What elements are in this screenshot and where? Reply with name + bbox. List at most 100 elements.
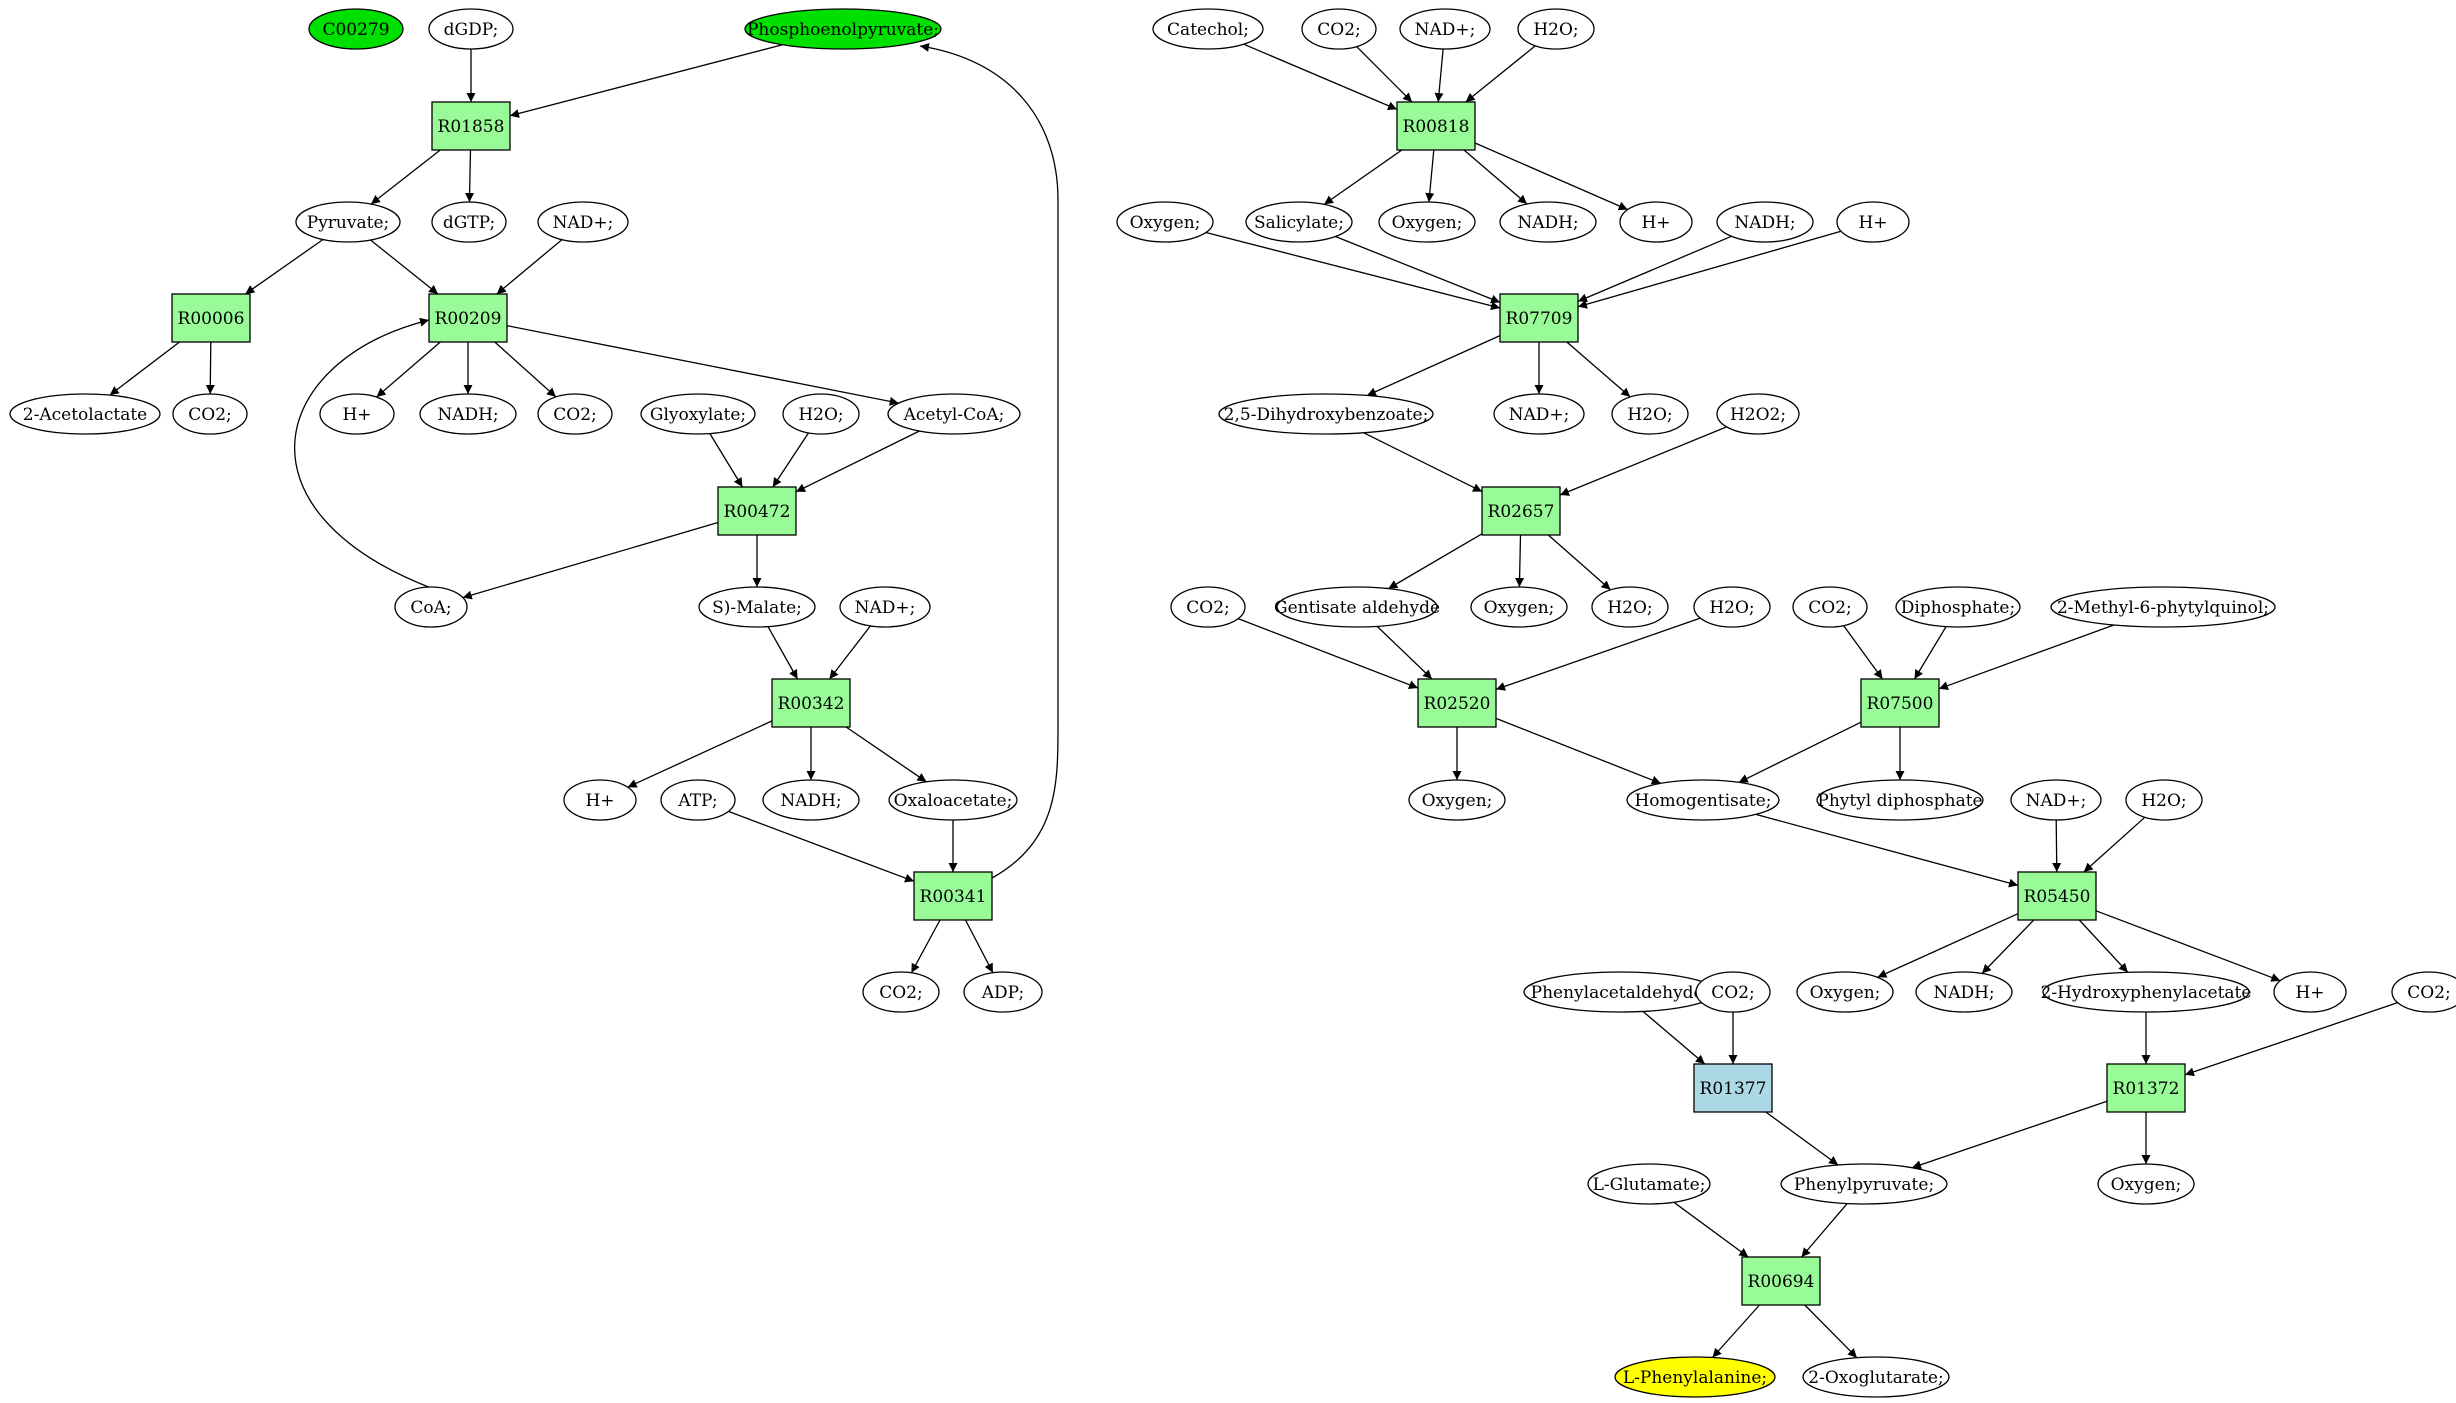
compound-node-h-c[interactable]: H+ — [1619, 201, 1693, 243]
compound-node-nadh-a[interactable]: NADH; — [419, 393, 517, 435]
compound-node-h2o2[interactable]: H2O2; — [1716, 393, 1800, 435]
compound-node-dgdp[interactable]: dGDP; — [428, 8, 514, 50]
reaction-node-r00341[interactable]: R00341 — [913, 871, 993, 921]
compound-node-nad2[interactable]: NAD+; — [839, 586, 931, 628]
compound-node-oxygen-d[interactable]: Oxygen; — [1408, 779, 1506, 821]
edge-c_nad3-to-r00818 — [1434, 48, 1444, 103]
compound-node-h-a[interactable]: H+ — [319, 393, 395, 435]
compound-node-gentisald[interactable]: Gentisate aldehyde — [1274, 586, 1440, 628]
compound-label: NAD+; — [1415, 20, 1476, 40]
compound-node-mpq[interactable]: 2-Methyl-6-phytylquinol; — [2050, 586, 2276, 628]
compound-node-homogentisate[interactable]: Homogentisate; — [1626, 779, 1780, 821]
compound-node-oxygen-c[interactable]: Oxygen; — [1470, 586, 1568, 628]
compound-node-phenylpyruvate[interactable]: Phenylpyruvate; — [1780, 1163, 1948, 1205]
compound-label: NAD+; — [553, 213, 614, 233]
compound-node-coa[interactable]: CoA; — [394, 586, 468, 628]
edge-c_co2_e-to-r02520 — [1237, 617, 1419, 689]
compound-node-c00279[interactable]: C00279 — [308, 8, 404, 50]
reaction-node-r01377[interactable]: R01377 — [1693, 1063, 1773, 1113]
compound-node-co2-g[interactable]: CO2; — [1695, 971, 1771, 1013]
edge-r00694-to-c_phenylalanine — [1712, 1304, 1760, 1358]
reaction-node-r00342[interactable]: R00342 — [771, 678, 851, 728]
compound-node-phenylacetald[interactable]: Phenylacetaldehyde; — [1523, 971, 1717, 1013]
compound-node-smalate[interactable]: S)-Malate; — [698, 586, 816, 628]
reaction-node-r07500[interactable]: R07500 — [1860, 678, 1940, 728]
compound-node-oxaloacetate[interactable]: Oxaloacetate; — [888, 779, 1018, 821]
compound-node-diphosphate[interactable]: Diphosphate; — [1895, 586, 2021, 628]
reaction-node-r00472[interactable]: R00472 — [717, 486, 797, 536]
compound-node-dhb[interactable]: 2,5-Dihydroxybenzoate; — [1218, 393, 1434, 435]
edge-r00818-to-c_h_c — [1474, 142, 1628, 211]
reaction-node-r00006[interactable]: R00006 — [171, 293, 251, 343]
compound-node-nad1[interactable]: NAD+; — [537, 201, 629, 243]
compound-node-nadh-d[interactable]: NADH; — [1716, 201, 1814, 243]
compound-node-nadh-c[interactable]: NADH; — [1499, 201, 1597, 243]
compound-node-h2o-b[interactable]: H2O; — [1517, 8, 1595, 50]
reaction-node-r01858[interactable]: R01858 — [431, 101, 511, 151]
compound-node-oxygen-f[interactable]: Oxygen; — [2097, 1163, 2195, 1205]
compound-node-salicylate[interactable]: Salicylate; — [1245, 201, 1353, 243]
compound-node-adp[interactable]: ADP; — [963, 971, 1043, 1013]
compound-node-h2o-d[interactable]: H2O; — [1591, 586, 1669, 628]
reaction-node-r00818[interactable]: R00818 — [1396, 101, 1476, 151]
compound-node-acetylcoa[interactable]: Acetyl-CoA; — [887, 393, 1021, 435]
compound-node-dgtp[interactable]: dGTP; — [431, 201, 507, 243]
compound-node-phytyldp[interactable]: Phytyl diphosphate — [1816, 779, 1984, 821]
edge-c_nad1-to-r00209 — [496, 239, 563, 295]
reaction-node-r00694[interactable]: R00694 — [1741, 1256, 1821, 1306]
edge-r01372-to-c_phenylpyruvate — [1911, 1100, 2108, 1170]
edge-c_h2o_a-to-r00472 — [772, 432, 810, 488]
compound-node-h2o-c[interactable]: H2O; — [1611, 393, 1689, 435]
compound-label: 2,5-Dihydroxybenzoate; — [1224, 405, 1429, 425]
reaction-box — [717, 486, 797, 536]
compound-node-phenylalanine[interactable]: L-Phenylalanine; — [1614, 1356, 1776, 1398]
compound-node-co2-c[interactable]: CO2; — [862, 971, 940, 1013]
compound-node-nadh-e[interactable]: NADH; — [1915, 971, 2013, 1013]
reaction-node-r05450[interactable]: R05450 — [2017, 871, 2097, 921]
compound-node-catechol[interactable]: Catechol; — [1152, 8, 1264, 50]
compound-node-nad3[interactable]: NAD+; — [1399, 8, 1491, 50]
reaction-label: R01858 — [438, 117, 505, 137]
compound-ellipse — [1802, 1356, 1950, 1398]
compound-node-atp[interactable]: ATP; — [660, 779, 736, 821]
compound-node-oxygen-b[interactable]: Oxygen; — [1378, 201, 1476, 243]
edge-c_co2_f-to-r07500 — [1843, 625, 1884, 680]
compound-ellipse — [1796, 971, 1894, 1013]
compound-node-co2-h[interactable]: CO2; — [2391, 971, 2456, 1013]
reaction-node-r02520[interactable]: R02520 — [1417, 678, 1497, 728]
compound-node-co2-a[interactable]: CO2; — [172, 393, 248, 435]
compound-node-h-e[interactable]: H+ — [2273, 971, 2347, 1013]
compound-node-oxoglutarate[interactable]: 2-Oxoglutarate; — [1802, 1356, 1950, 1398]
compound-node-h2o-e[interactable]: H2O; — [1693, 586, 1771, 628]
edge-r05450-to-c_h_e — [2095, 910, 2281, 982]
compound-node-co2-f[interactable]: CO2; — [1792, 586, 1868, 628]
compound-node-h-b[interactable]: H+ — [563, 779, 637, 821]
compound-node-h2o-f[interactable]: H2O; — [2125, 779, 2203, 821]
compound-node-oxygen-a[interactable]: Oxygen; — [1116, 201, 1214, 243]
reaction-node-r00209[interactable]: R00209 — [428, 293, 508, 343]
compound-node-glutamate[interactable]: L-Glutamate; — [1587, 1163, 1711, 1205]
compound-node-h-d[interactable]: H+ — [1836, 201, 1910, 243]
compound-node-pyruvate[interactable]: Pyruvate; — [295, 201, 401, 243]
edge-r00342-to-c_h_b — [627, 720, 773, 788]
compound-node-co2-e[interactable]: CO2; — [1170, 586, 1246, 628]
compound-node-co2-d[interactable]: CO2; — [1301, 8, 1377, 50]
reaction-node-r02657[interactable]: R02657 — [1481, 486, 1561, 536]
compound-node-hpa[interactable]: 2-Hydroxyphenylacetate — [2041, 971, 2252, 1013]
compound-label: NAD+; — [1509, 405, 1570, 425]
compound-node-glyoxylate[interactable]: Glyoxylate; — [640, 393, 756, 435]
compound-node-nadh-b[interactable]: NADH; — [762, 779, 860, 821]
reaction-node-r07709[interactable]: R07709 — [1499, 293, 1579, 343]
compound-node-h2o-a[interactable]: H2O; — [782, 393, 860, 435]
compound-node-co2-b[interactable]: CO2; — [537, 393, 613, 435]
compound-node-oxygen-e[interactable]: Oxygen; — [1796, 971, 1894, 1013]
reaction-node-r01372[interactable]: R01372 — [2106, 1063, 2186, 1113]
edge-r00006-to-c_co2_a — [205, 341, 215, 395]
edge-c_h2o_e-to-r02520 — [1495, 617, 1701, 691]
compound-node-acetolactate[interactable]: 2-Acetolactate — [9, 393, 161, 435]
compound-node-nad5[interactable]: NAD+; — [2010, 779, 2102, 821]
compound-label: Oxaloacetate; — [894, 791, 1013, 811]
compound-node-pep[interactable]: Phosphoenolpyruvate; — [744, 8, 942, 50]
compound-node-nad4[interactable]: NAD+; — [1493, 393, 1585, 435]
compound-ellipse — [1170, 586, 1246, 628]
